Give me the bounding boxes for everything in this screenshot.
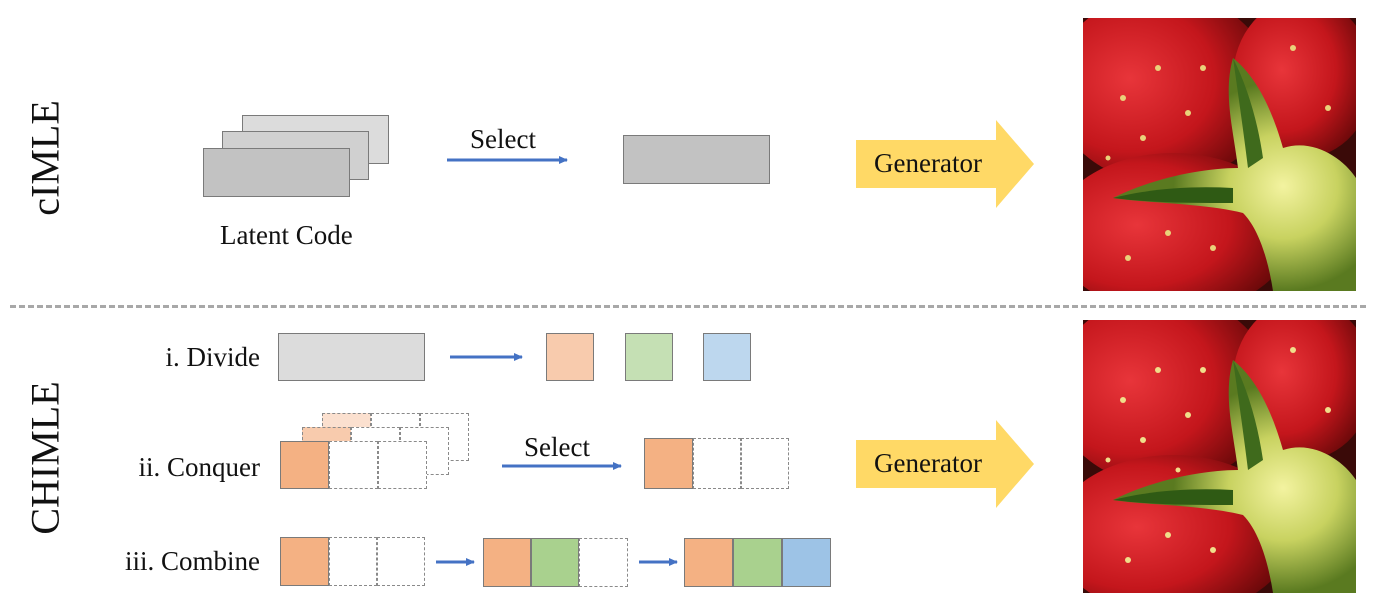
generator-arrow-bottom bbox=[856, 420, 1034, 508]
combine-3-slot-2 bbox=[733, 538, 782, 587]
conquer-front-slot-2 bbox=[329, 441, 378, 489]
step-label-divide: i. Divide bbox=[165, 342, 261, 372]
combine-1-slot-2 bbox=[329, 537, 377, 586]
step-label-conquer: ii. Conquer bbox=[138, 452, 261, 482]
combine-3-slot-1 bbox=[684, 538, 733, 587]
combine-3-slot-3 bbox=[782, 538, 831, 587]
conquer-front-slot-3 bbox=[378, 441, 427, 489]
combine-2-slot-2 bbox=[531, 538, 579, 587]
combine-2-slot-3 bbox=[579, 538, 628, 587]
select-label-top: Select bbox=[470, 124, 536, 154]
step-label-combine: iii. Combine bbox=[125, 546, 260, 576]
divide-piece-orange bbox=[546, 333, 594, 381]
conquer-selected-slot-2 bbox=[693, 438, 741, 489]
output-image-top bbox=[1083, 18, 1356, 291]
generator-label-top: Generator bbox=[874, 148, 982, 178]
conquer-selected-slot-1 bbox=[644, 438, 693, 489]
selected-latent-code bbox=[623, 135, 770, 184]
divide-piece-green bbox=[625, 333, 673, 381]
select-label-bottom: Select bbox=[524, 432, 590, 462]
generator-label-bottom: Generator bbox=[874, 448, 982, 478]
generator-arrow-top bbox=[856, 120, 1034, 208]
combine-1-slot-3 bbox=[377, 537, 425, 586]
latent-code-label: Latent Code bbox=[220, 220, 353, 250]
divide-input-code bbox=[278, 333, 425, 381]
output-image-bottom bbox=[1083, 320, 1356, 593]
latent-code-card-front bbox=[203, 148, 350, 197]
section-divider bbox=[10, 305, 1366, 308]
conquer-front-slot-1 bbox=[280, 441, 329, 489]
conquer-selected-slot-3 bbox=[741, 438, 789, 489]
combine-1-slot-1 bbox=[280, 537, 329, 586]
combine-2-slot-1 bbox=[483, 538, 531, 587]
divide-piece-blue bbox=[703, 333, 751, 381]
